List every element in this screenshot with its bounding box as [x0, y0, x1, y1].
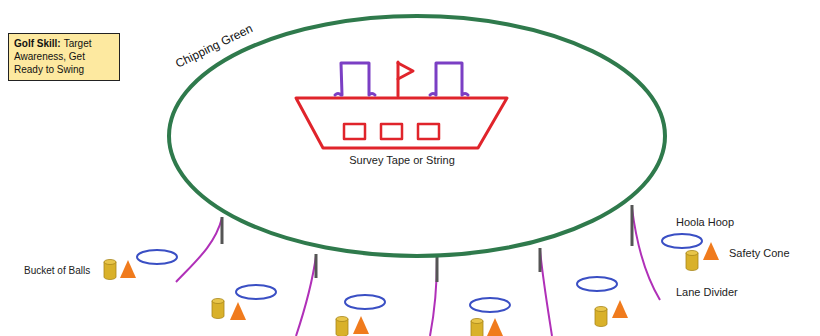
hoola-hoop	[577, 277, 617, 291]
skill-heading: Golf Skill:	[14, 38, 61, 49]
survey-tape-label: Survey Tape or String	[349, 154, 455, 166]
ship-funnel	[430, 63, 468, 95]
ship-window	[381, 124, 402, 139]
bucket-of-balls	[336, 317, 348, 336]
ship-window	[418, 124, 439, 139]
safety-cone	[487, 318, 503, 336]
lane-divider-string	[540, 250, 552, 336]
hoola-hoop	[470, 298, 510, 312]
bucket-of-balls	[104, 260, 116, 280]
bucket-label: Bucket of Balls	[24, 265, 90, 276]
hoola-hoop	[662, 234, 702, 248]
safety-cone	[230, 302, 246, 320]
ship-hull	[296, 98, 507, 148]
bucket-top	[212, 299, 224, 304]
bucket-top	[595, 307, 607, 312]
lane-divider-string	[632, 208, 660, 300]
cone-label: Safety Cone	[729, 247, 790, 259]
bucket-top	[336, 317, 348, 322]
bucket-of-balls	[595, 307, 607, 327]
flag	[398, 63, 413, 79]
ship-funnel	[335, 63, 375, 95]
lane-divider-string	[296, 256, 316, 336]
bucket-of-balls	[686, 251, 698, 271]
bucket-top	[104, 260, 116, 265]
hoop-label: Hoola Hoop	[676, 216, 734, 228]
safety-cone	[353, 316, 369, 334]
divider-label: Lane Divider	[676, 286, 738, 298]
safety-cone	[612, 300, 628, 318]
hoops	[137, 234, 702, 312]
safety-cone	[120, 260, 136, 278]
lane-divider-post	[315, 254, 318, 278]
lane-divider-post	[436, 256, 439, 282]
hoola-hoop	[345, 295, 385, 309]
green-title: Chipping Green	[173, 21, 255, 70]
green-outline	[167, 10, 667, 262]
spacer	[660, 288, 667, 296]
ship-window	[344, 124, 365, 139]
lane-divider-post	[631, 205, 634, 246]
lane-divider-post	[221, 217, 224, 244]
hoola-hoop	[137, 250, 177, 264]
lane-divider-string	[176, 218, 222, 282]
hoola-hoop	[236, 285, 276, 299]
bucket-top	[686, 251, 698, 256]
bucket-top	[471, 319, 483, 324]
skill-box: Golf Skill:Target Awareness, Get Ready t…	[8, 33, 120, 81]
bucket-of-balls	[212, 299, 224, 319]
ship	[296, 62, 507, 148]
bucket-of-balls	[471, 319, 483, 336]
lane-divider-post	[539, 248, 542, 272]
chipping-green: Chipping Green	[167, 10, 667, 262]
safety-cone	[703, 242, 719, 260]
green-edge	[169, 16, 665, 256]
